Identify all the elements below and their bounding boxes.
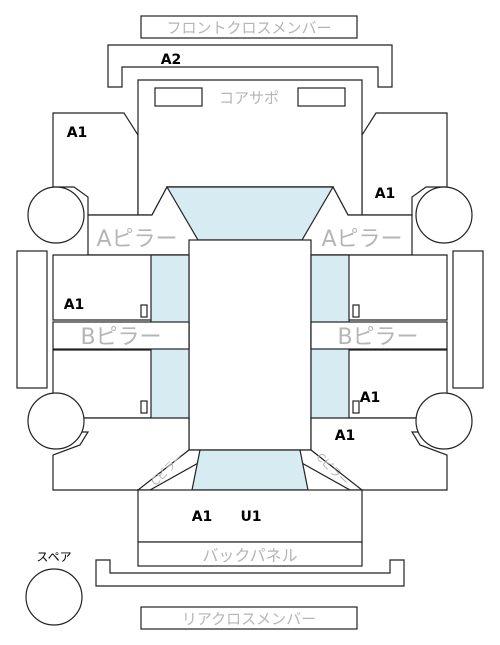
right-b-pillar[interactable]	[310, 321, 448, 350]
rear-cross-member-box[interactable]	[140, 606, 358, 630]
left-headlight[interactable]	[154, 87, 203, 107]
mark-a1-left-fender: A1	[67, 125, 88, 141]
spare-label: スペア	[36, 550, 71, 564]
tire-spare[interactable]	[25, 568, 83, 626]
right-front-handle	[352, 304, 360, 318]
rear-bumper-part[interactable]	[95, 559, 405, 587]
left-front-handle	[140, 304, 148, 318]
mark-a1-left-door: A1	[64, 297, 85, 313]
a-pillar-label-right: Aピラー	[321, 227, 402, 252]
back-panel[interactable]	[137, 541, 363, 567]
left-c-pillar[interactable]	[136, 449, 201, 491]
tire-rear-right[interactable]	[415, 392, 473, 450]
mark-u1-trunk: U1	[240, 509, 261, 525]
left-b-pillar[interactable]	[52, 321, 190, 350]
tire-front-right[interactable]	[415, 186, 473, 244]
front-cross-member-label: フロントクロスメンバー	[166, 19, 331, 37]
right-headlight[interactable]	[297, 87, 346, 107]
trunk-lid[interactable]	[137, 489, 363, 543]
tire-rear-left[interactable]	[27, 392, 85, 450]
rear-cross-member-label: リアクロスメンバー	[182, 610, 316, 628]
right-rear-handle	[352, 400, 360, 414]
mark-a1-right-fender: A1	[375, 186, 396, 202]
b-pillar-label-right: Bピラー	[337, 325, 418, 350]
rear-window-glass[interactable]	[191, 449, 309, 491]
roof-panel[interactable]	[188, 239, 312, 451]
b-pillar-label-left: Bピラー	[80, 325, 161, 350]
front-bumper-part[interactable]	[107, 44, 393, 88]
tire-front-left[interactable]	[27, 186, 85, 244]
left-side-sill[interactable]	[16, 250, 48, 389]
mark-a2: A2	[161, 52, 182, 68]
right-c-pillar[interactable]	[299, 449, 364, 491]
mark-a1-right-rear-door: A1	[360, 390, 381, 406]
a-pillar-label-left: Aピラー	[96, 227, 177, 252]
mark-a1-trunk: A1	[192, 509, 213, 525]
back-panel-label: バックパネル	[202, 546, 297, 565]
right-side-sill[interactable]	[452, 250, 484, 389]
left-rear-handle	[140, 400, 148, 414]
front-cross-member-box[interactable]	[140, 15, 358, 39]
core-support-label: コアサポ	[219, 89, 279, 107]
mark-a1-right-quarter: A1	[335, 428, 356, 444]
